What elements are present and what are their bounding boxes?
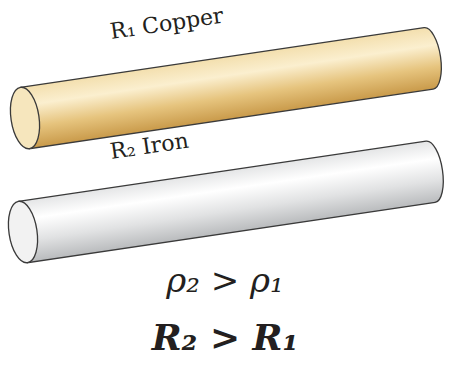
resistivity-relation: ρ₂ > ρ₁ — [166, 262, 283, 299]
copper-rod — [7, 26, 445, 151]
resistance-relation: R₂ > R₁ — [152, 318, 299, 358]
material-label: R₁ Copper — [108, 4, 224, 45]
iron-rod — [5, 139, 447, 264]
